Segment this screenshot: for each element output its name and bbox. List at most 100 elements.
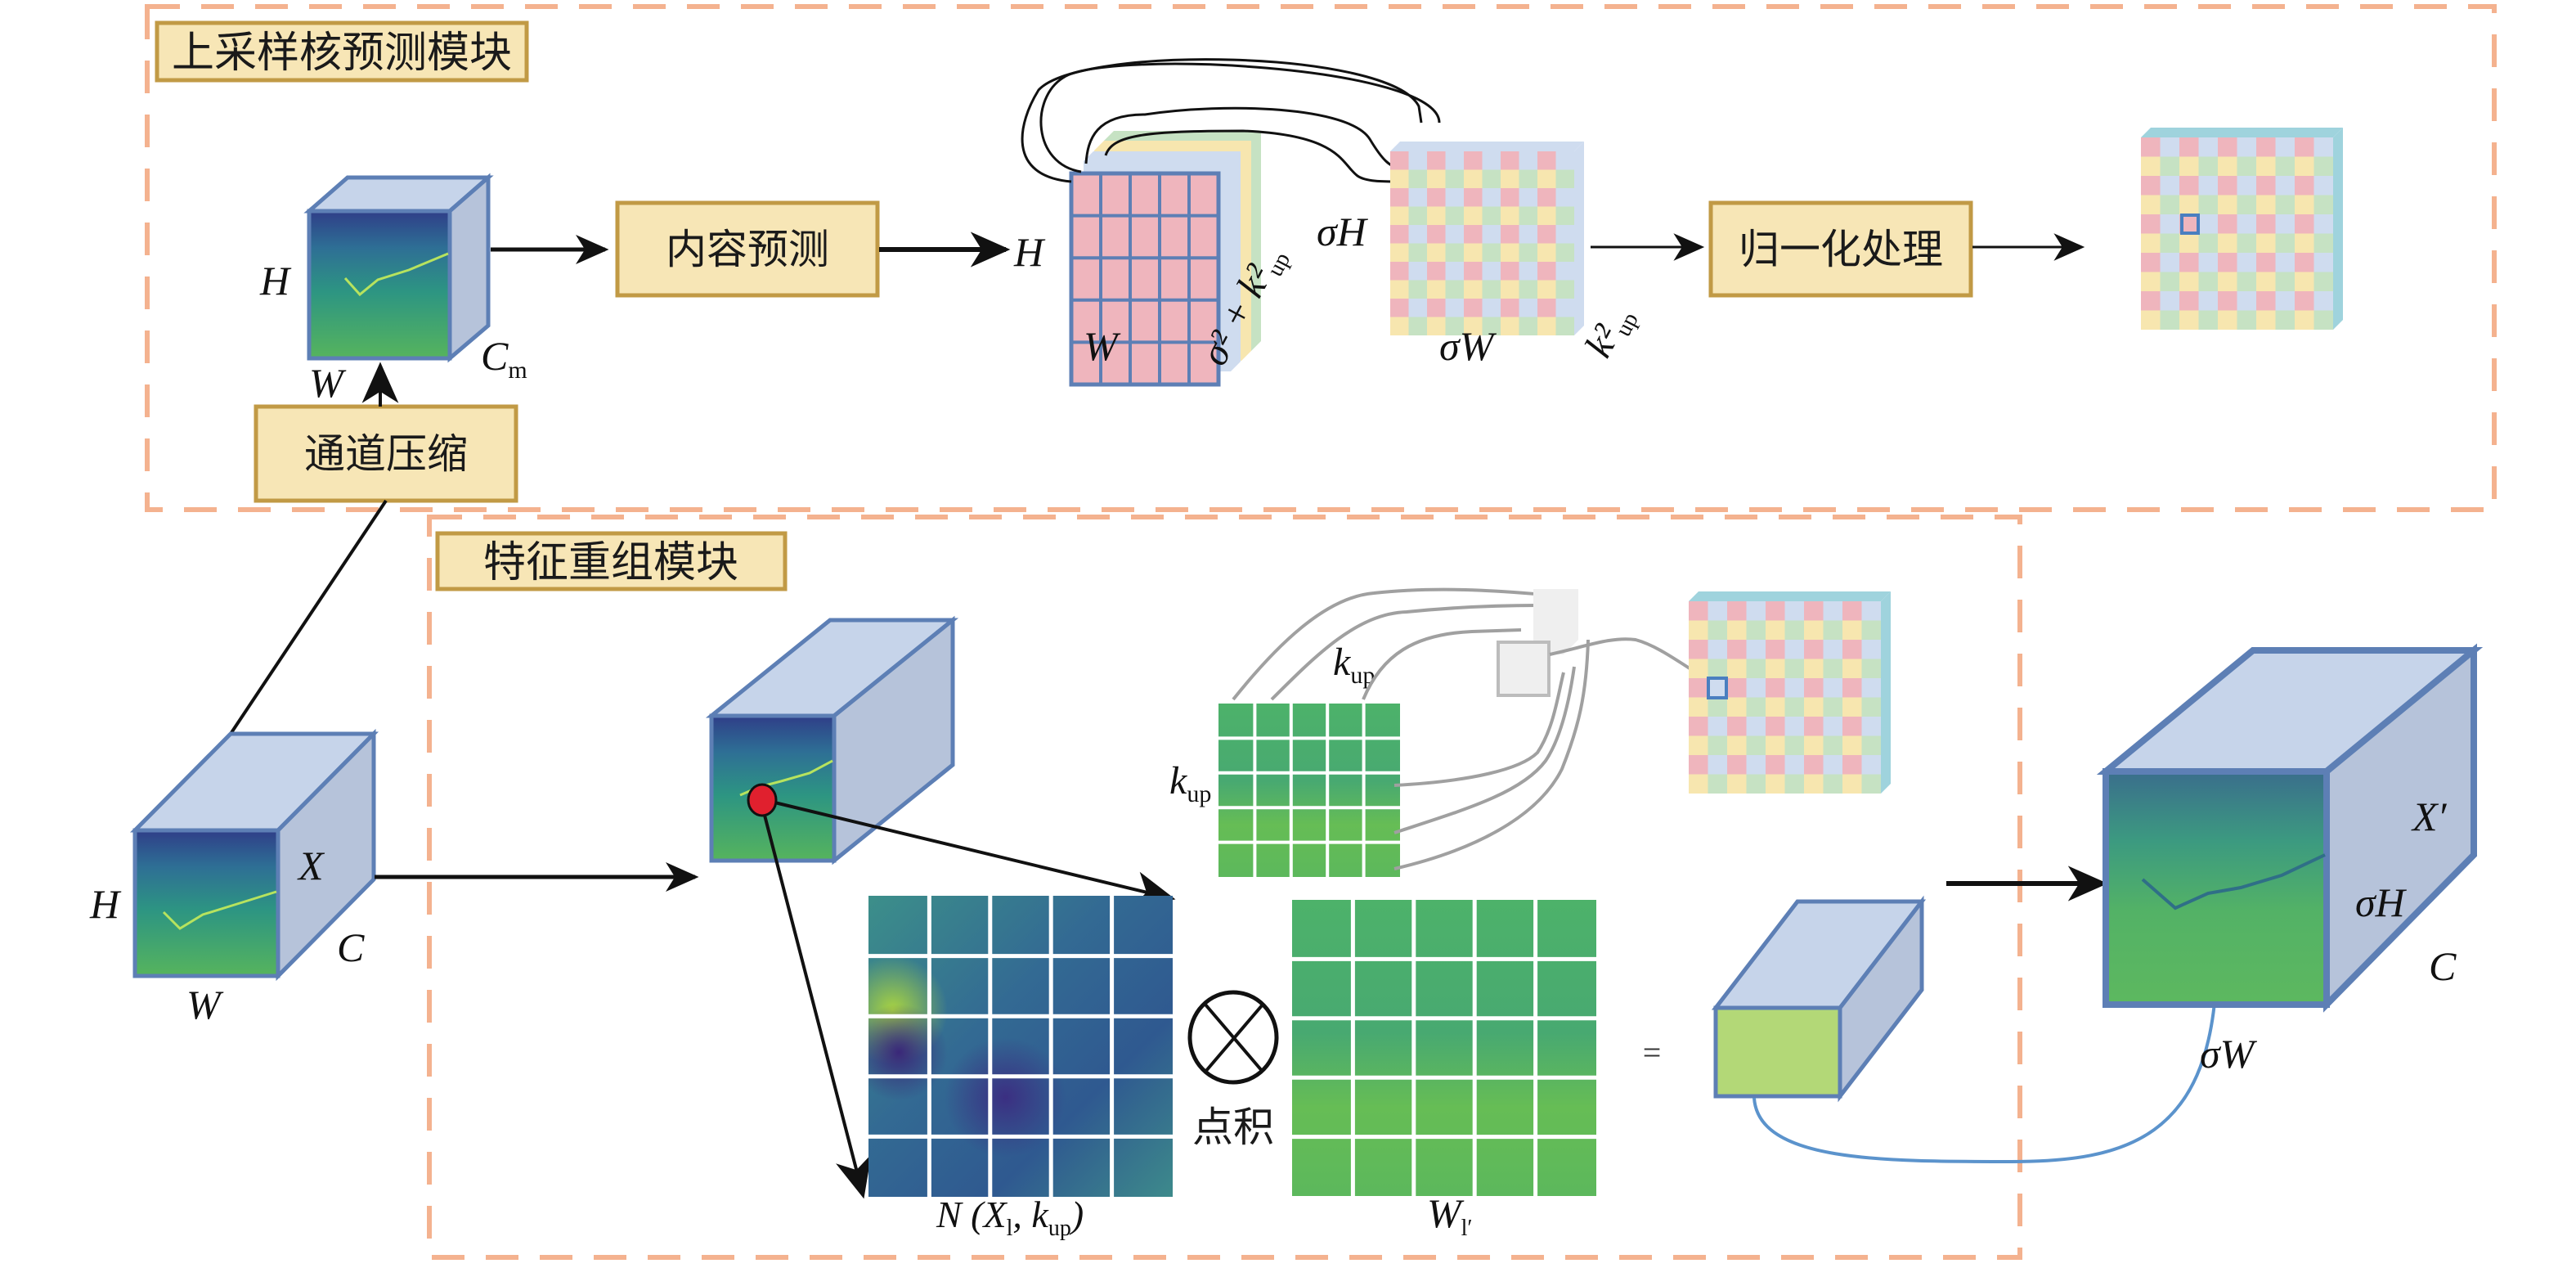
reshaped-map-cell [1390, 317, 1409, 335]
reshaped-map-cell [1501, 225, 1519, 244]
norm-map-bottom-cell [1842, 620, 1862, 640]
reshaped-map-cell [1408, 280, 1427, 299]
norm-map-bottom-cell [1689, 755, 1708, 775]
reshaped-map-cell [1482, 317, 1501, 335]
norm-map-cell [2160, 253, 2179, 272]
norm-map-bottom-cell [1727, 735, 1747, 755]
reshaped-map-cell [1464, 262, 1483, 281]
norm-map-bottom-cell [1823, 717, 1842, 736]
norm-map-cell [2313, 156, 2333, 176]
norm-map-bottom-cell [1727, 678, 1747, 698]
norm-map-cell [2198, 195, 2218, 214]
norm-map-cell [2179, 195, 2199, 214]
norm-map-cell [2218, 253, 2237, 272]
reshaped-map-cell [1537, 206, 1556, 225]
reshaped-map-cell [1519, 299, 1537, 317]
norm-map-cell [2198, 176, 2218, 196]
norm-map-bottom-cell [1708, 697, 1727, 717]
reshaped-map-cell [1390, 299, 1409, 317]
reshaped-map-cell [1408, 225, 1427, 244]
reshaped-map-cell [1482, 280, 1501, 299]
norm-map-cell [2198, 272, 2218, 291]
norm-map-bottom-cell [1708, 620, 1727, 640]
reshape-links [1021, 58, 1441, 183]
norm-map-cell [2218, 272, 2237, 291]
norm-map-cell [2160, 291, 2179, 311]
predicted-kernel-stack [1069, 131, 1261, 387]
norm-map-cell [2275, 291, 2295, 311]
norm-map-bottom-cell [1766, 774, 1785, 794]
norm-map-cell [2218, 156, 2237, 176]
norm-map-cell [2218, 291, 2237, 311]
norm-map-cell [2295, 272, 2314, 291]
reshaped-depth-label: k²up [1577, 298, 1644, 366]
norm-map-bottom-cell [1861, 678, 1881, 698]
norm-map-cell [2141, 176, 2161, 196]
reshaped-map-cell [1408, 317, 1427, 335]
reshaped-map-cell [1390, 206, 1409, 225]
norm-map-bottom-cell [1766, 601, 1785, 621]
norm-map-bottom-cell [1727, 640, 1747, 659]
norm-map-cell [2256, 176, 2276, 196]
kernel-reshape-links [1232, 587, 1590, 870]
compressed-w-label: W [309, 360, 347, 406]
norm-map-bottom-top-face [1689, 591, 1891, 601]
reshaped-map-cell [1445, 206, 1464, 225]
norm-map-bottom-cell [1689, 735, 1708, 755]
norm-map-cell [2313, 195, 2333, 214]
reshaped-map-cell [1555, 151, 1574, 170]
norm-map-cell [2160, 137, 2179, 157]
norm-map-bottom-cell [1766, 717, 1785, 736]
norm-map-cell [2275, 156, 2295, 176]
norm-map-cell [2141, 156, 2161, 176]
norm-map-bottom-cell [1708, 774, 1727, 794]
input-c-label: C [337, 924, 365, 970]
norm-map-bottom-cell [1861, 755, 1881, 775]
reshaped-map-cell [1555, 243, 1574, 262]
norm-map-cell [2179, 233, 2199, 253]
reshaped-map-cell [1501, 280, 1519, 299]
norm-map-cell [2237, 291, 2256, 311]
equals-sign: = [1643, 1034, 1662, 1071]
weight-grid [1292, 900, 1596, 1196]
norm-map-cell [2275, 137, 2295, 157]
norm-map-bottom-cell [1861, 620, 1881, 640]
norm-map-cell [2160, 195, 2179, 214]
norm-map-bottom-cell [1784, 678, 1804, 698]
norm-map-bottom-cell [1708, 717, 1727, 736]
norm-map-cell [2218, 137, 2237, 157]
reshaped-map-cell [1390, 225, 1409, 244]
norm-map-bottom-cell [1727, 755, 1747, 775]
norm-map-bottom-cell [1708, 678, 1727, 698]
norm-map-bottom-cell [1727, 620, 1747, 640]
norm-map-cell [2179, 214, 2199, 234]
norm-map-bottom-cell [1804, 601, 1824, 621]
norm-map-cell [2141, 195, 2161, 214]
norm-map-cell [2218, 176, 2237, 196]
reshaped-map-cell [1445, 151, 1464, 170]
reshaped-map-cell [1445, 188, 1464, 207]
reshaped-map-cell [1445, 243, 1464, 262]
reshaped-map-cell [1427, 151, 1446, 170]
reshaped-map-cell [1537, 243, 1556, 262]
norm-map-cell [2295, 195, 2314, 214]
norm-map-cell [2179, 253, 2199, 272]
norm-map-bottom-cell [1766, 640, 1785, 659]
reshaped-map-cell [1390, 243, 1409, 262]
reshaped-map-cell [1427, 206, 1446, 225]
norm-map-cell [2313, 253, 2333, 272]
norm-map-bottom-cell [1842, 735, 1862, 755]
norm-map-bottom-cell [1823, 755, 1842, 775]
norm-map-cell [2295, 291, 2314, 311]
norm-map-cell [2179, 310, 2199, 330]
norm-map-bottom-cell [1689, 659, 1708, 678]
norm-map-bottom-cell [1689, 640, 1708, 659]
norm-map-bottom-cell [1746, 717, 1766, 736]
upsampling-module-title: 上采样核预测模块 [155, 20, 529, 83]
norm-map-bottom-cell [1766, 697, 1785, 717]
norm-map-bottom-cell [1689, 717, 1708, 736]
reshaped-map-cell [1445, 225, 1464, 244]
reshaped-map-cell [1390, 169, 1409, 188]
norm-map-cell [2141, 272, 2161, 291]
norm-map-cell [2256, 253, 2276, 272]
